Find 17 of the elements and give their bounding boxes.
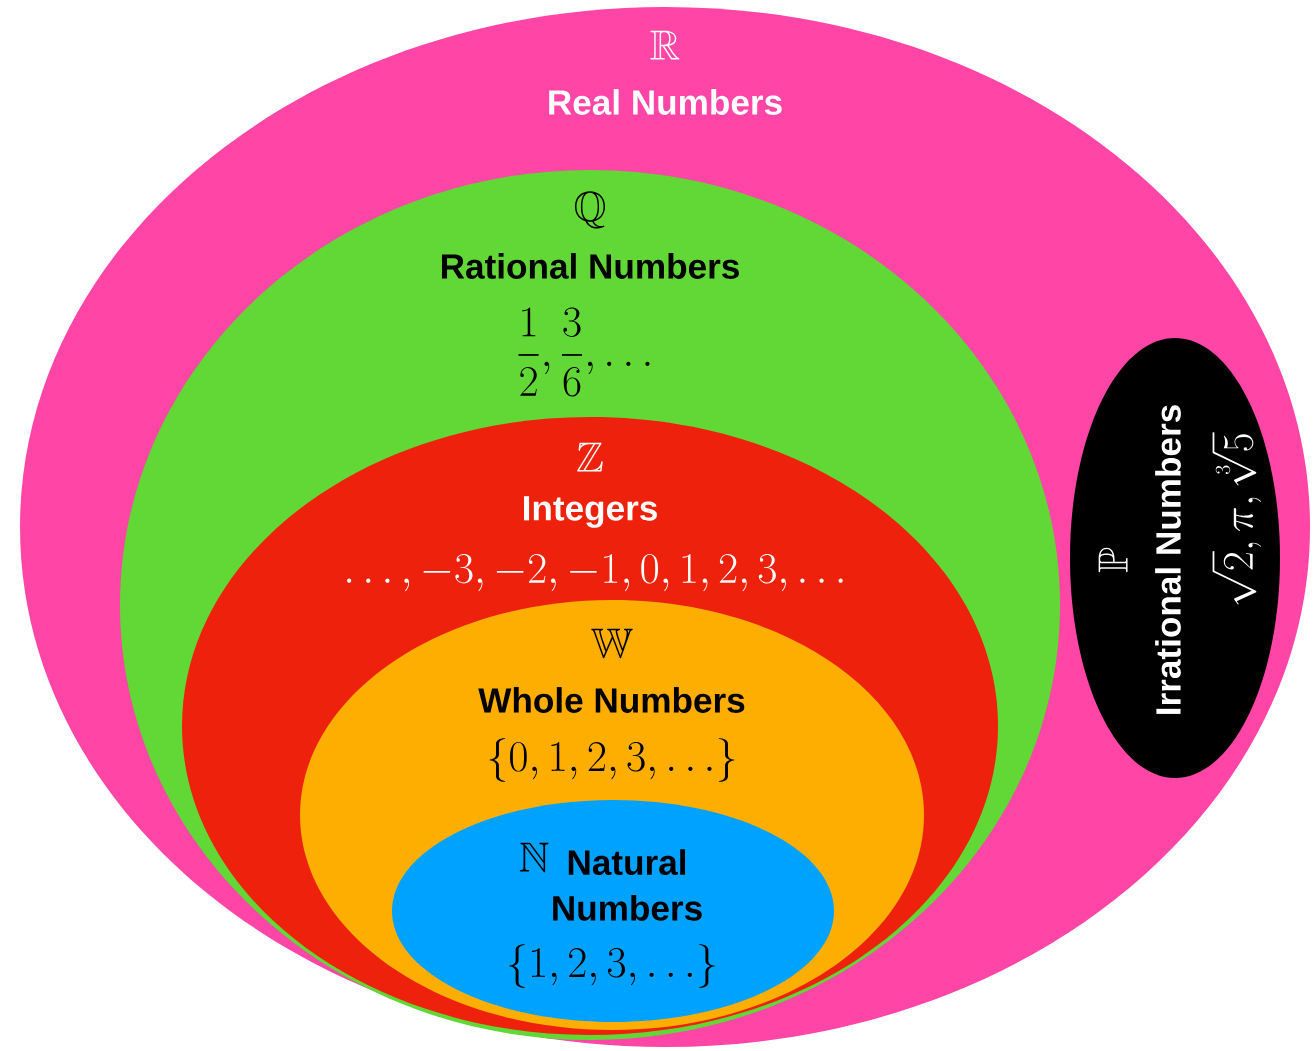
example-formula: $\frac{1}{2},\frac{3}{6},\ldots$ [518,307,650,397]
set-symbol: $\mathbb{R}$ [650,30,680,60]
example-formula: $\{1,2,3,\ldots\}$ [509,944,715,988]
set-name: Rational Numbers [442,253,739,279]
set-name: Whole Numbers [478,687,745,713]
set-name: Integers [524,496,657,528]
example-formula: $\{0,1,2,3,\ldots\}$ [489,738,735,782]
set-symbol: $\mathbb{Q}$ [575,191,605,229]
set-symbol: $\mathbb{N}$ [519,842,549,873]
example-formula: $\sqrt{2},\pi,\sqrt[3]{5}$ [1212,432,1262,605]
example-formula: $\ldots,-3,-2,-1,0,1,2,3,\ldots$ [347,553,843,592]
set-symbol: $\mathbb{P}$ [1098,547,1128,573]
set-symbol: $\mathbb{Z}$ [577,442,603,472]
set-symbol: $\mathbb{W}$ [591,628,633,659]
set-name: Real Numbers [549,89,782,115]
set-name: Irrational Numbers [1155,405,1181,714]
set-name: Natural Numbers [553,849,702,921]
